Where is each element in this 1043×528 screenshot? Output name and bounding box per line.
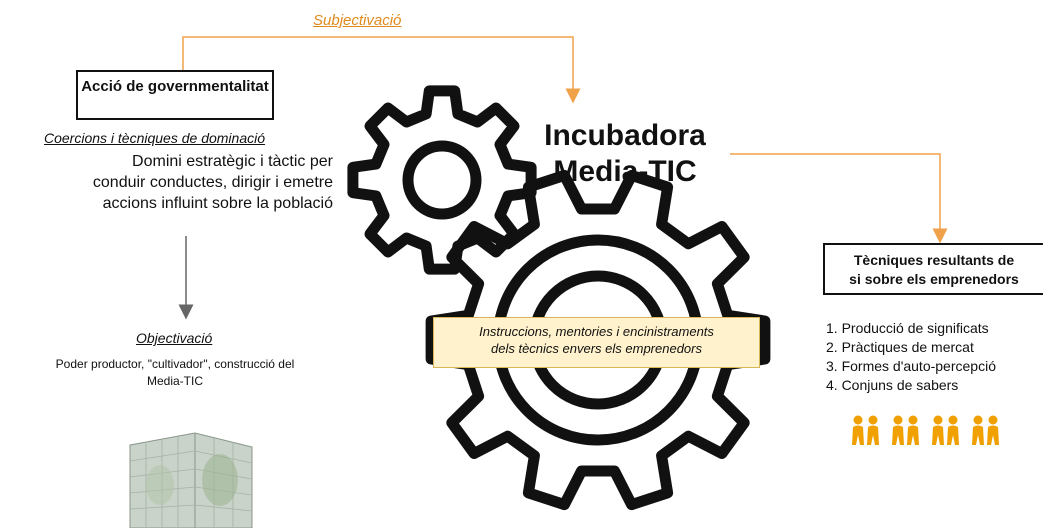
description-line: conduir conductes, dirigir i emetre [92,174,333,191]
objectivation-label: Objectivació [136,330,213,346]
person-head [893,415,903,425]
results-box: Tècniques resultants de si sobre els emp… [823,243,1043,295]
description-line: Media-TIC [146,374,203,388]
objectivation-description: Poder productor, "cultivador", construcc… [0,356,350,390]
list-item: 4. Conjuns de sabers [826,377,959,393]
description-line: Poder productor, "cultivador", construcc… [55,357,295,371]
note-line: Instruccions, mentories i encinistrament… [479,324,714,339]
person-body [987,425,999,445]
person-body [892,425,904,445]
list-item: 2. Pràctiques de mercat [826,339,974,355]
person-head [973,415,983,425]
building-icon [129,432,253,528]
description-line: accions influint sobre la població [102,195,333,212]
person-head [868,415,878,425]
person-head [908,415,918,425]
subjectivation-label: Subjectivació [313,12,402,29]
gear-ring [402,140,482,220]
instructions-note: Instruccions, mentories i encinistrament… [433,317,760,368]
hub-title: Incubadora Media-TIC [510,118,740,190]
governmentality-description: Domini estratègic i tàctic per conduir c… [93,151,333,214]
subjectivation-arrow [182,36,581,104]
person-head [948,415,958,425]
person-head [933,415,943,425]
governmentality-title: Acció de governmentalitat [81,78,269,95]
list-item: 1. Producció de significats [826,320,989,336]
list-item: 3. Formes d'auto-percepció [826,358,996,374]
person-head [853,415,863,425]
governmentality-box: Acció de governmentalitat [76,70,274,120]
person-body [932,425,944,445]
person-head [988,415,998,425]
person-body [852,425,864,445]
people-icon [852,415,999,445]
hub-title-line: Media-TIC [553,155,697,188]
results-title-line: Tècniques resultants de [853,252,1015,268]
person-body [867,425,879,445]
person-body [972,425,984,445]
hub-title-line: Incubadora [544,119,706,152]
description-line: Domini estratègic i tàctic per [132,153,333,170]
results-list: 1. Producció de significats 2. Pràctique… [826,319,1043,395]
person-body [947,425,959,445]
person-body [907,425,919,445]
results-title-line: si sobre els emprenedors [849,271,1019,287]
governmentality-subtitle: Coercions i tècniques de dominació [44,130,266,146]
note-line: dels tècnics envers els emprenedors [491,341,702,356]
hub-to-results-arrow [730,153,948,244]
